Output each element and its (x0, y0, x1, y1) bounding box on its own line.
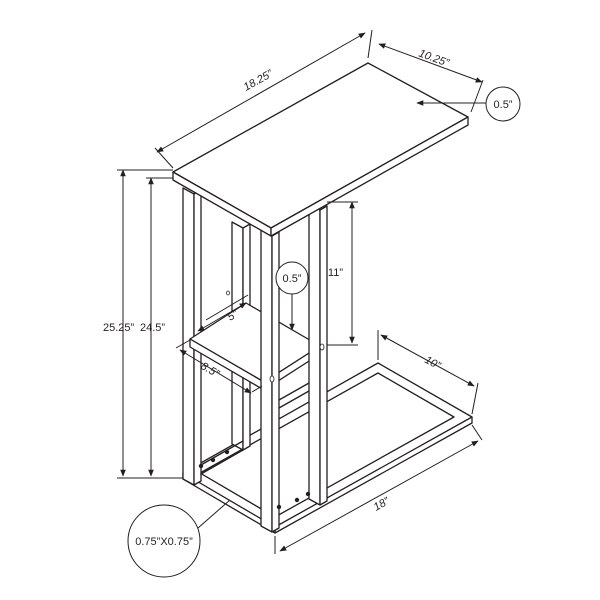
tube-size-circle (127, 504, 201, 578)
callout-circles (127, 86, 521, 578)
base-length-label: 18” (372, 495, 393, 514)
top-thickness-label: 0.5” (494, 99, 513, 111)
opening-height-label: 11” (328, 267, 343, 279)
top-width-label: 10.25” (417, 48, 452, 70)
shelf-thickness-circle (275, 261, 309, 295)
overall-height-label: 25.25” (103, 322, 135, 334)
front-legs (260, 203, 328, 533)
leg-height-label: 24.5” (140, 322, 165, 334)
table-illustration (172, 62, 473, 534)
dimension-lines (117, 29, 486, 554)
top-thickness-circle (485, 86, 521, 122)
top-length-label: 18.25” (242, 67, 276, 93)
base-width-label: 10” (423, 354, 444, 373)
tube-size-label: 0.75”X0.75” (135, 536, 193, 548)
shelf-thickness-label: 0.5” (283, 273, 302, 285)
